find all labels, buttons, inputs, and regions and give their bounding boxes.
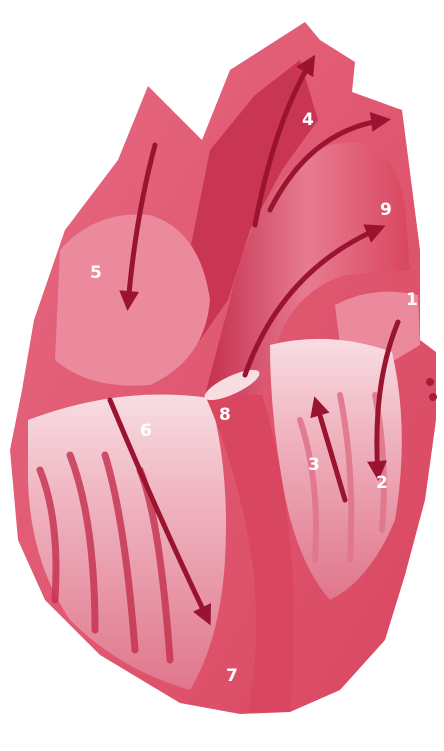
label-2: 2 bbox=[376, 473, 388, 493]
label-8: 8 bbox=[219, 405, 231, 425]
vessel-dot bbox=[429, 393, 437, 401]
label-4: 4 bbox=[302, 110, 314, 130]
label-7: 7 bbox=[226, 666, 238, 686]
label-5: 5 bbox=[90, 263, 102, 283]
vessel-dot bbox=[426, 378, 434, 386]
label-3: 3 bbox=[308, 455, 320, 475]
label-9: 9 bbox=[380, 200, 392, 220]
label-6: 6 bbox=[140, 421, 152, 441]
label-1: 1 bbox=[406, 290, 418, 310]
